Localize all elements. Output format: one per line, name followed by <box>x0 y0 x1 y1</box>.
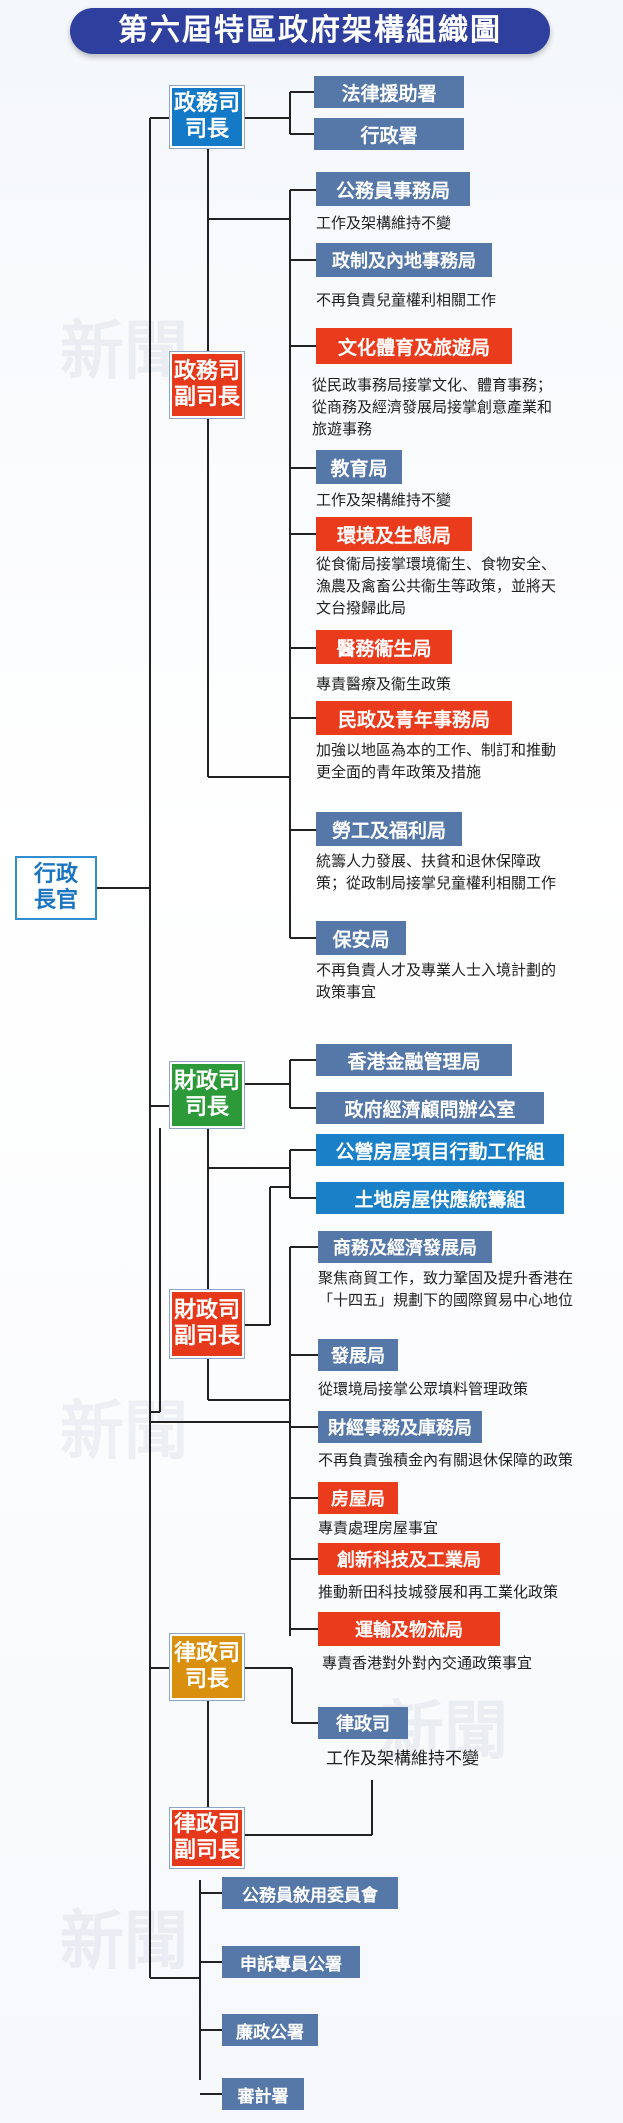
bureau-cstb: 文化體育及旅遊局 <box>316 328 512 364</box>
bureau-itib: 創新科技及工業局 <box>318 1543 500 1575</box>
bureau-lwb: 勞工及福利局 <box>316 812 462 846</box>
bureau-desc: 專責香港對外對內交通政策事宜 <box>322 1654 533 1672</box>
bureau-desc: 聚焦商貿工作，致力鞏固及提升香港在「十四五」規劃下的國際貿易中心地位 <box>318 1269 574 1309</box>
doj-desc: 工作及架構維持不變 <box>326 1749 479 1769</box>
bureau-desc: 從民政事務局接掌文化、體育事務；從商務及經濟發展局接掌創意產業和旅遊事務 <box>312 376 553 438</box>
bureau-desc: 從食衞局接掌環境衞生、食物安全、漁農及禽畜公共衞生等政策，並將天文台撥歸此局 <box>316 555 557 617</box>
independent-audit: 審計署 <box>222 2078 304 2110</box>
cs-dept-legal-aid: 法律援助署 <box>314 76 464 108</box>
page-title: 第六屆特區政府架構組織圖 <box>70 8 550 54</box>
bureau-desc: 不再負責兒童權利相關工作 <box>316 291 497 309</box>
independent-ombudsman: 申訴專員公署 <box>222 1946 360 1978</box>
bureau-cmab: 政制及內地事務局 <box>316 243 492 277</box>
financial-secretary-box: 財政司司長 <box>170 1062 244 1128</box>
bureau-desc: 不再負責強積金內有關退休保障的政策 <box>318 1451 574 1469</box>
fs-dept-hkma: 香港金融管理局 <box>316 1044 512 1076</box>
bureau-desc: 從環境局接掌公眾填料管理政策 <box>318 1380 529 1398</box>
bureau-fstb: 財經事務及庫務局 <box>318 1411 482 1443</box>
bureau-csb: 公務員事務局 <box>316 172 470 206</box>
fs-group-land-housing: 土地房屋供應統籌組 <box>316 1182 564 1214</box>
bureau-desc: 專責處理房屋事宜 <box>318 1519 439 1537</box>
independent-icac: 廉政公署 <box>222 2014 318 2046</box>
bureau-desc: 不再負責人才及專業人士入境計劃的政策事宜 <box>316 961 557 1001</box>
fs-group-public-housing: 公營房屋項目行動工作組 <box>316 1134 564 1166</box>
bureau-hyab: 民政及青年事務局 <box>316 701 512 735</box>
independent-psc: 公務員敘用委員會 <box>222 1877 398 1909</box>
cs-dept-admin-wing: 行政署 <box>314 118 464 150</box>
chief-executive-box: 行政長官 <box>15 856 97 920</box>
bureau-desc: 加強以地區為本的工作、制訂和推動更全面的青年政策及措施 <box>316 741 557 781</box>
deputy-secretary-for-justice-box: 律政司副司長 <box>170 1808 244 1868</box>
bureau-desc: 專責醫療及衞生政策 <box>316 675 452 693</box>
fs-dept-oge: 政府經濟顧問辦公室 <box>316 1092 544 1124</box>
bureau-hb: 房屋局 <box>318 1482 398 1514</box>
bureau-eeb: 環境及生態局 <box>316 517 472 551</box>
doj-dept: 律政司 <box>318 1707 408 1739</box>
bureau-tlb: 運輸及物流局 <box>318 1612 500 1646</box>
bureau-cedb: 商務及經濟發展局 <box>318 1231 492 1263</box>
bureau-edb: 教育局 <box>316 450 402 484</box>
chief-secretary-box: 政務司司長 <box>170 86 244 148</box>
deputy-chief-secretary-box: 政務司副司長 <box>170 352 244 418</box>
bureau-desc: 工作及架構維持不變 <box>316 214 452 232</box>
deputy-financial-secretary-box: 財政司副司長 <box>170 1290 244 1358</box>
bureau-devb: 發展局 <box>318 1339 398 1371</box>
bureau-desc: 工作及架構維持不變 <box>316 491 452 509</box>
secretary-for-justice-box: 律政司司長 <box>170 1634 244 1700</box>
bureau-sb: 保安局 <box>316 921 406 955</box>
bureau-desc: 統籌人力發展、扶貧和退休保障政策；從政制局接掌兒童權利相關工作 <box>316 852 557 892</box>
bureau-hhb: 醫務衞生局 <box>316 630 452 664</box>
bureau-desc: 推動新田科技城發展和再工業化政策 <box>318 1583 559 1601</box>
